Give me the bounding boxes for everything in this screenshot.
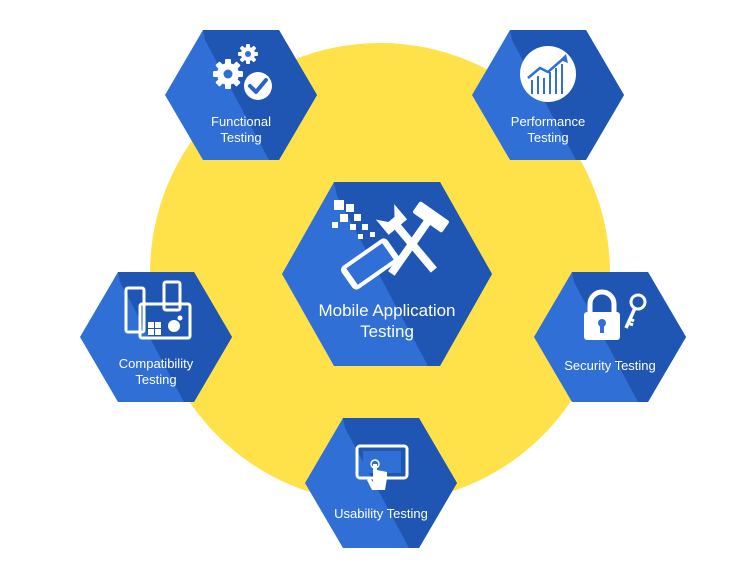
hex-mobile-application-testing: Mobile Application Testing [282, 182, 492, 366]
hex-security-testing: Security Testing [534, 272, 686, 402]
security-testing-label: Security Testing [534, 358, 686, 374]
central-label-line-2: Testing [360, 322, 414, 342]
mobile-application-testing-label: Mobile Application Testing [282, 300, 492, 343]
hex-performance-testing: Performance Testing [472, 30, 624, 160]
compatibility-testing-label: Compatibility Testing [80, 356, 232, 389]
hex-usability-testing: Usability Testing [305, 418, 457, 548]
performance-label-line-2: Testing [527, 130, 569, 146]
hex-functional-testing: Functional Testing [165, 30, 317, 160]
phone-hammer-wrench-icon [332, 200, 449, 290]
compatibility-label-line-1: Compatibility [118, 356, 194, 371]
usability-testing-label: Usability Testing [305, 506, 457, 522]
compatibility-label-line-2: Testing [135, 372, 177, 388]
usability-label-line-1: Usability Testing [334, 506, 428, 521]
growth-chart-icon [520, 46, 576, 102]
devices-os-icon [124, 280, 192, 340]
tablet-touch-icon [355, 444, 409, 490]
padlock-key-icon [584, 289, 647, 340]
central-label-line-1: Mobile Application [318, 301, 456, 320]
performance-label-line-1: Performance [510, 114, 586, 129]
security-label-line-1: Security Testing [564, 358, 656, 373]
hex-compatibility-testing: Compatibility Testing [80, 272, 232, 402]
functional-label-line-1: Functional [211, 114, 271, 129]
functional-testing-label: Functional Testing [165, 114, 317, 147]
functional-label-line-2: Testing [220, 130, 262, 146]
gears-check-icon [213, 44, 272, 100]
performance-testing-label: Performance Testing [472, 114, 624, 147]
